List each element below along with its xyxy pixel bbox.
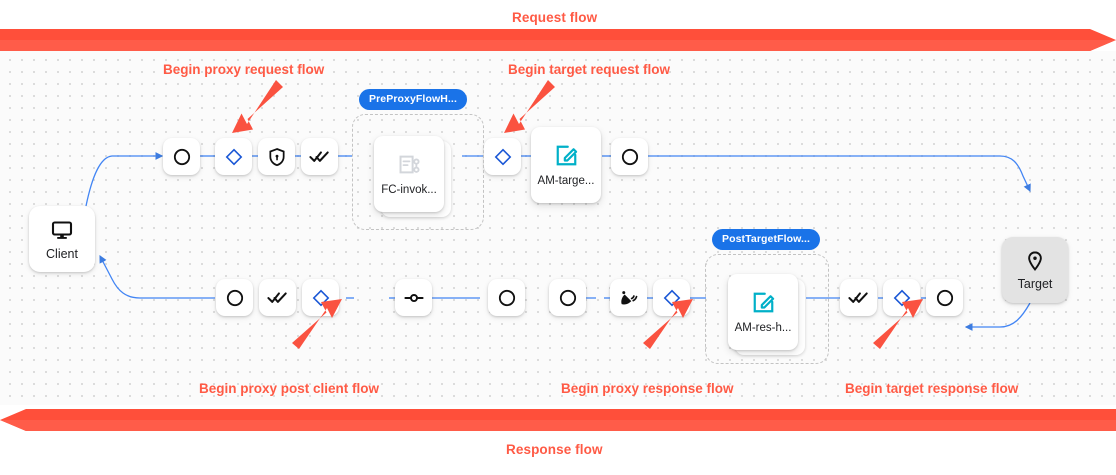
preproxy-flow-group[interactable] [352, 114, 484, 230]
response-mid-node-1[interactable] [488, 279, 525, 316]
security-policy-node[interactable] [258, 138, 295, 175]
diamond-icon [225, 148, 243, 166]
target-response-start-node[interactable] [926, 279, 963, 316]
double-check-icon [309, 146, 330, 167]
fc-invoke-policy-card[interactable]: FC-invok... [374, 136, 444, 212]
am-target-policy-card[interactable]: AM-targe... [531, 127, 601, 203]
anno-begin-target-request-flow: Begin target request flow [508, 62, 671, 77]
diamond-icon [893, 289, 911, 307]
target-request-flow-node[interactable] [484, 138, 521, 175]
target-response-flow-node[interactable] [883, 279, 920, 316]
verify-node[interactable] [301, 138, 338, 175]
anno-begin-proxy-post-client-flow: Begin proxy post client flow [199, 381, 380, 396]
request-flow-banner-label: Request flow [512, 10, 598, 25]
am-res-handler-policy-label: AM-res-h... [734, 322, 792, 334]
annotation-arrows [232, 80, 923, 349]
broadcast-node[interactable] [610, 279, 647, 316]
response-flow-banner-label: Response flow [506, 442, 603, 457]
shield-lock-icon [267, 147, 287, 167]
response-flow-banner-arrow [0, 409, 1116, 431]
diamond-icon [663, 289, 681, 307]
diamond-icon [312, 289, 330, 307]
double-check-icon [848, 287, 869, 308]
posttarget-flow-chip[interactable]: PostTargetFlow... [712, 229, 821, 250]
request-flow-banner-arrow [0, 29, 1116, 51]
anno-begin-proxy-request-flow: Begin proxy request flow [163, 62, 325, 77]
target-endpoint-node[interactable]: Target [1002, 237, 1068, 303]
circle-start-icon [497, 288, 517, 308]
target-endpoint-label: Target [1017, 276, 1053, 291]
response-start-node[interactable] [216, 279, 253, 316]
flow-callout-icon [397, 152, 422, 177]
satellite-dish-icon [618, 287, 639, 308]
am-res-handler-policy-card[interactable]: AM-res-h... [728, 274, 798, 350]
posttarget-flow-group[interactable] [705, 254, 829, 364]
location-pin-icon [1024, 250, 1046, 272]
circle-start-icon [225, 288, 245, 308]
response-verify-node[interactable] [259, 279, 296, 316]
proxy-request-flow-node[interactable] [215, 138, 252, 175]
circle-start-icon [620, 147, 640, 167]
preproxy-flow-chip[interactable]: PreProxyFlowH... [359, 89, 467, 110]
circle-start-icon [172, 147, 192, 167]
anno-begin-proxy-response-flow: Begin proxy response flow [561, 381, 734, 396]
response-mid-node-2[interactable] [549, 279, 586, 316]
diamond-icon [494, 148, 512, 166]
connector-node-icon [403, 287, 425, 309]
circle-start-icon [558, 288, 578, 308]
diagram-canvas[interactable]: Client Target [0, 51, 1116, 405]
connector-node[interactable] [395, 279, 432, 316]
client-endpoint-node[interactable]: Client [29, 206, 95, 272]
target-response-verify-node[interactable] [840, 279, 877, 316]
target-request-end-node[interactable] [611, 138, 648, 175]
double-check-icon [267, 287, 288, 308]
request-start-node[interactable] [163, 138, 200, 175]
monitor-icon [50, 218, 74, 242]
anno-begin-target-response-flow: Begin target response flow [845, 381, 1019, 396]
fc-invoke-policy-label: FC-invok... [381, 184, 437, 196]
edit-square-icon [554, 143, 579, 168]
am-target-policy-label: AM-targe... [537, 175, 595, 187]
client-endpoint-label: Client [46, 246, 78, 261]
edit-square-icon [751, 290, 776, 315]
circle-start-icon [935, 288, 955, 308]
